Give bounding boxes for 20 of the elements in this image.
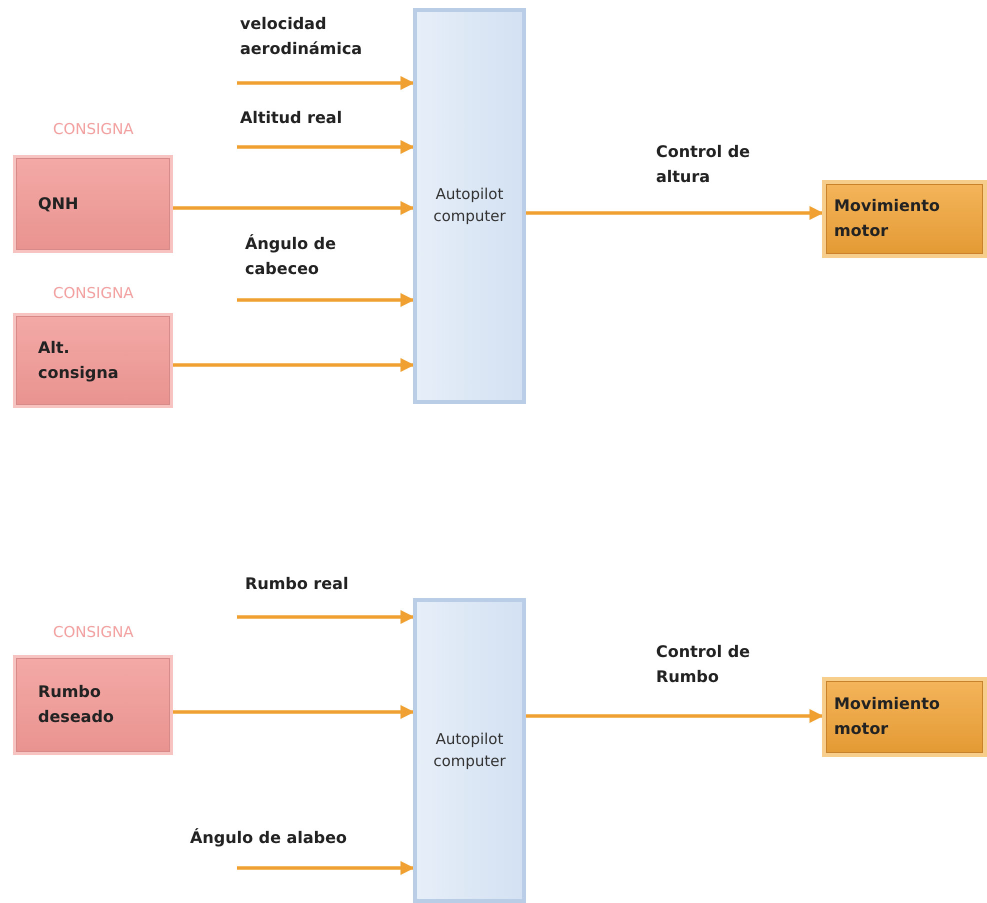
actuator-box: Movimiento motor (822, 677, 987, 757)
arrow (237, 610, 414, 624)
arrow (526, 206, 824, 220)
arrow (173, 201, 414, 215)
setpoint-heading: CONSIGNA (53, 120, 134, 138)
arrow (237, 293, 414, 307)
arrow (173, 358, 414, 372)
setpoint-heading: CONSIGNA (53, 284, 134, 302)
setpoint-box: Rumbo deseado (13, 655, 173, 755)
setpoint-box: Alt. consigna (13, 313, 173, 408)
setpoint-box: QNH (13, 155, 173, 253)
computer-box: Autopilot computer (413, 598, 526, 903)
setpoint-heading: CONSIGNA (53, 623, 134, 641)
computer-box: Autopilot computer (413, 8, 526, 404)
arrow (526, 709, 824, 723)
arrow (173, 705, 414, 719)
actuator-box: Movimiento motor (822, 180, 987, 258)
arrow (237, 76, 414, 90)
arrow (237, 861, 414, 875)
arrow (237, 140, 414, 154)
